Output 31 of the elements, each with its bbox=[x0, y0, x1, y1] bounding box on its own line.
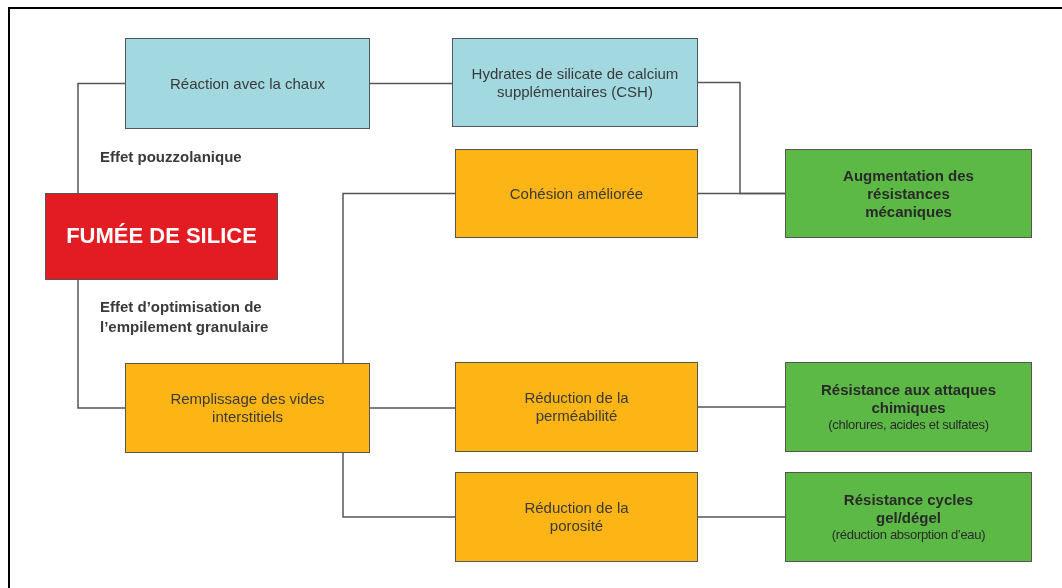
connector-line bbox=[697, 516, 786, 518]
box-note: (réduction absorption d’eau) bbox=[831, 527, 986, 543]
box-title: Réaction avec la chaux bbox=[169, 74, 326, 93]
result-box bbox=[785, 149, 1032, 238]
connector-line bbox=[342, 452, 456, 518]
effect-box bbox=[455, 362, 698, 452]
box-title: Remplissage des vides interstitiels bbox=[169, 390, 326, 426]
result-box bbox=[785, 472, 1032, 562]
process-box bbox=[125, 38, 370, 129]
connector-line bbox=[77, 82, 126, 194]
effect-box bbox=[125, 363, 370, 453]
connector-line bbox=[77, 279, 126, 409]
effect-box bbox=[455, 149, 698, 238]
box-title: Cohésion améliorée bbox=[509, 184, 644, 203]
box-title: Réduction de la porosité bbox=[523, 499, 630, 535]
box-title: Hydrates de silicate de calcium supplémentaires (CSH) bbox=[470, 64, 680, 101]
process-box bbox=[452, 38, 698, 127]
box-note: (chlorures, acides et sulfates) bbox=[828, 417, 989, 433]
box-title: Réduction de la perméabilité bbox=[523, 389, 630, 425]
box-title: Augmentation des résistances mécaniques bbox=[842, 166, 975, 221]
connector-line bbox=[369, 407, 456, 409]
connector-line bbox=[697, 406, 786, 408]
box-title: FUMÉE DE SILICE bbox=[66, 223, 257, 250]
result-box bbox=[785, 362, 1032, 452]
connector-line bbox=[369, 82, 453, 85]
box-title: Résistance aux attaques chimiques bbox=[819, 381, 998, 418]
connector-line bbox=[342, 192, 456, 364]
connector-line bbox=[697, 192, 786, 195]
effect-box bbox=[455, 472, 698, 562]
box-title: Résistance cycles gel/dégel bbox=[842, 491, 975, 528]
source-box bbox=[45, 193, 278, 280]
